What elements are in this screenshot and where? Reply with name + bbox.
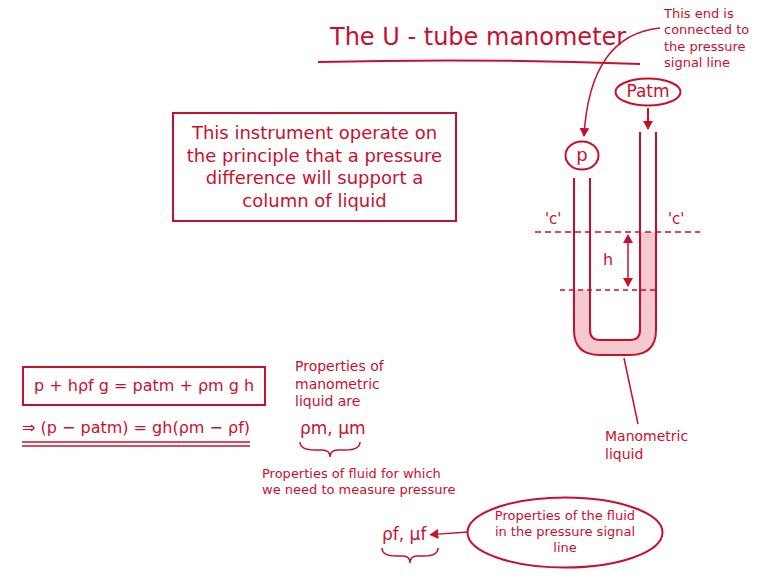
note-text: Properties of fluid for which we need to… (262, 466, 462, 499)
title-text: The U - tube manometer (330, 22, 626, 52)
height-label: h (603, 250, 613, 270)
equation-box: p + hρf g = patm + ρm g h (22, 366, 266, 406)
manometric-liquid-fill (574, 232, 656, 355)
node-text: p + hρf g = patm + ρm g h (34, 376, 254, 396)
symbol-text: ρf, μf (382, 524, 426, 545)
symbol-text: ρm, μm (300, 418, 366, 439)
ellipse-shape (566, 141, 599, 169)
principle-box: This instrument operate on the principle… (172, 112, 457, 222)
ellipse-shape (616, 79, 681, 106)
node-text: Patm (626, 81, 669, 102)
brace (382, 548, 438, 563)
double-underline (22, 445, 250, 447)
u-tube-outer (574, 132, 656, 355)
node-text: Properties of the fluid in the pressure … (490, 508, 640, 557)
u-tube-inner (590, 132, 640, 340)
level-label: 'c' (545, 210, 562, 229)
brace (300, 442, 360, 457)
reference-line (535, 231, 700, 233)
ellipse-shape (468, 497, 663, 567)
title-underline (318, 60, 640, 64)
level-line (560, 289, 656, 291)
node-text: p (576, 144, 587, 167)
height-arrow (627, 236, 629, 286)
part-label: Manometric liquid (605, 428, 700, 463)
callout-note: This end is connected to the pressure si… (664, 6, 762, 71)
node-text: This instrument operate on the principle… (184, 122, 445, 212)
double-underline (22, 441, 250, 443)
equation-text: ⇒ (p − patm) = gh(ρm − ρf) (22, 418, 250, 438)
leader-line (624, 358, 638, 424)
note-text: Properties of manometric liquid are (295, 358, 420, 411)
pressure-circle: p (564, 140, 600, 171)
note-ellipse: Properties of the fluid in the pressure … (466, 496, 664, 569)
level-label: 'c' (668, 210, 685, 229)
leader-line (430, 532, 468, 535)
atm-arrow (647, 108, 649, 129)
pressure-circle: Patm (614, 77, 682, 107)
